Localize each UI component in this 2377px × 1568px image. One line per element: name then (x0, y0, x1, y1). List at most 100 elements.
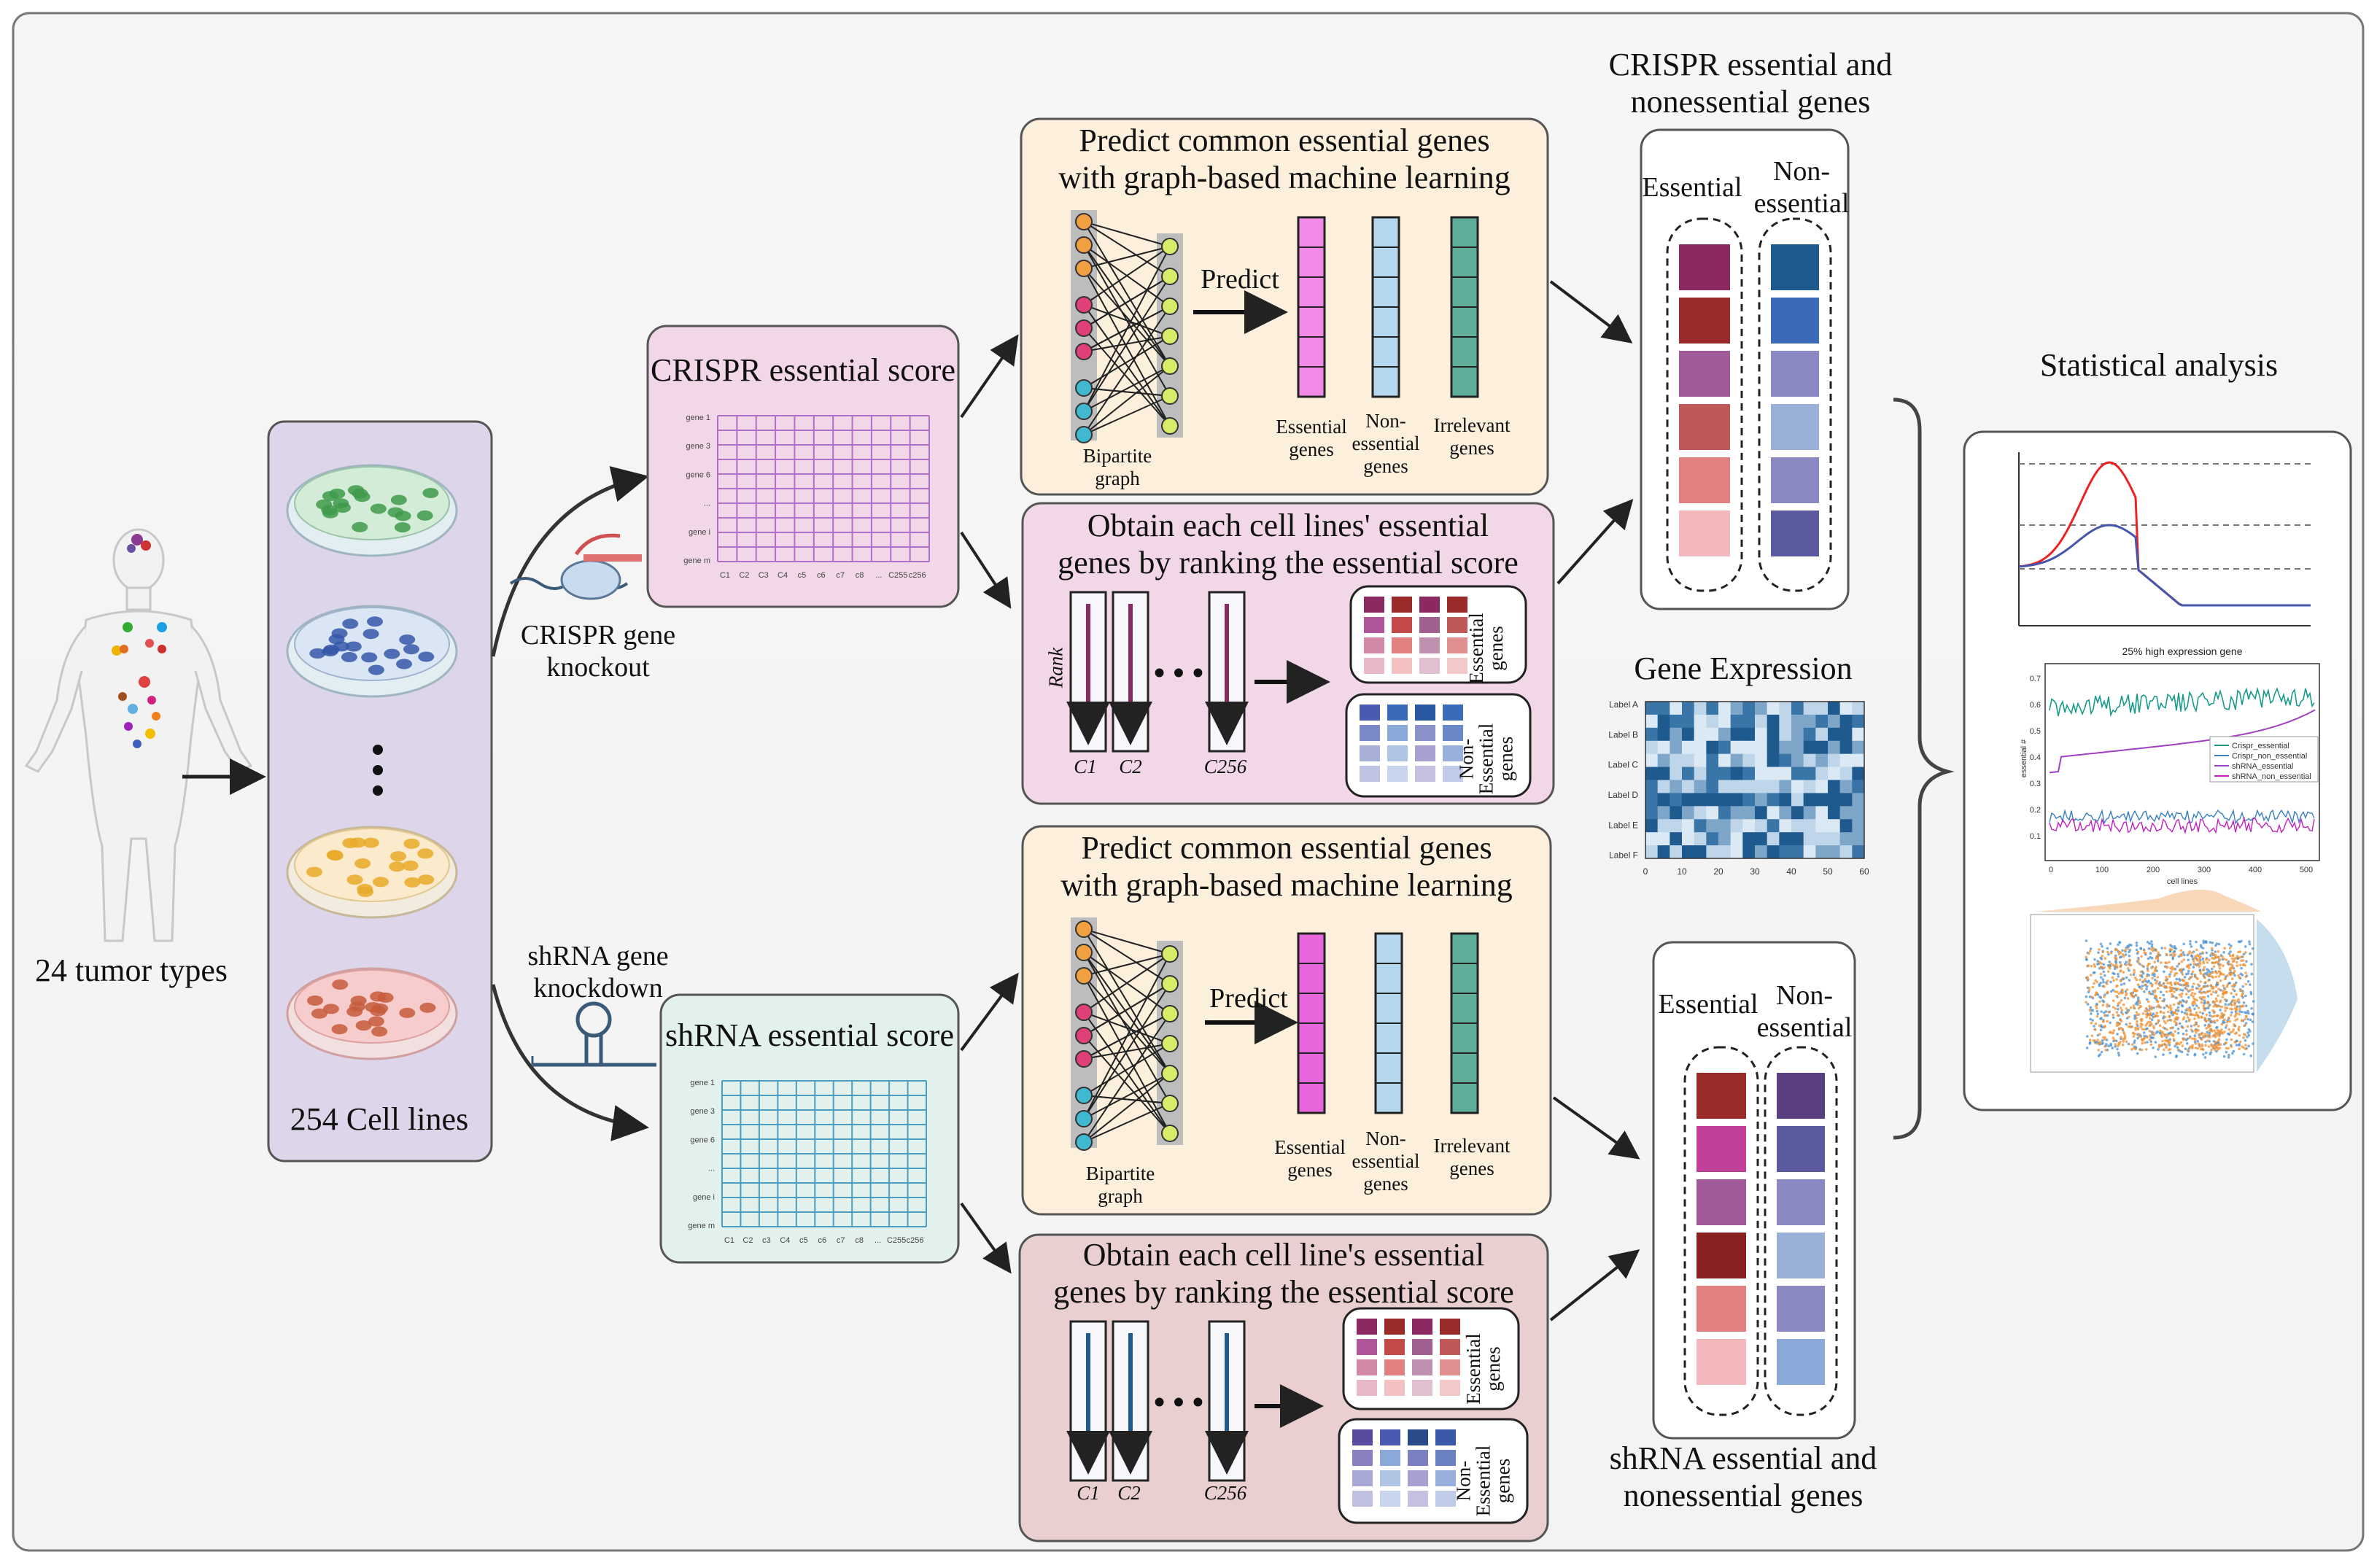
shrna-score-title: shRNA essential score (665, 1017, 954, 1053)
stats3-point-orange (2238, 956, 2241, 959)
stats3-point-blue (2101, 1039, 2104, 1042)
shrna-rank-ellipsis: • • • (1153, 1384, 1204, 1420)
shrna-nonessential-cell (1435, 1429, 1456, 1445)
heatmap-cell (1682, 766, 1695, 780)
stats3-point-blue (2252, 1000, 2255, 1003)
stats3-point-orange (2223, 1018, 2226, 1022)
stats3-point-orange (2157, 955, 2160, 958)
stats3-point-orange (2168, 1014, 2171, 1017)
bipartite-edge (1083, 983, 1171, 1119)
stats3-point-blue (2146, 967, 2149, 971)
stats3-point-orange (2160, 961, 2163, 964)
stats3-point-orange (2211, 956, 2214, 960)
stats3-point-orange (2217, 1048, 2219, 1051)
crispr-score-title: CRISPR essential score (651, 352, 955, 388)
stats3-point-orange (2238, 976, 2241, 979)
stats3-point-blue (2090, 1012, 2093, 1015)
stats3-point-orange (2166, 982, 2169, 985)
stats3-point-orange (2223, 1031, 2226, 1033)
shrna-nonessential-cell (1408, 1450, 1428, 1466)
stats3-point-blue (2133, 1039, 2136, 1042)
stats3-point-orange (2117, 1028, 2121, 1031)
stats3-point-orange (2165, 985, 2168, 988)
stats-charts: 25% high expression gene0.70.60.50.40.30… (2018, 452, 2320, 1073)
stats3-point-orange (2087, 964, 2090, 967)
heatmap-cell (1779, 793, 1792, 807)
stats3-point-orange (2163, 947, 2167, 950)
heatmap-cell (1755, 714, 1768, 729)
cell-dot (322, 491, 338, 502)
stats3-point-orange (2136, 1022, 2138, 1025)
stats3-point-blue (2096, 1012, 2100, 1016)
heatmap-cell (1657, 740, 1670, 755)
stats3-point-orange (2149, 1020, 2152, 1024)
heatmap-cell (1815, 793, 1829, 807)
stats3-point-orange (2195, 998, 2198, 1002)
stats3-point-orange (2087, 978, 2090, 981)
crispr-essential-cell (1392, 637, 1412, 653)
stats3-point-blue (2228, 982, 2231, 985)
stats3-point-orange (2222, 984, 2225, 987)
stats3-point-blue (2125, 960, 2128, 963)
stats3-point-orange (2101, 955, 2104, 958)
stats3-point-orange (2132, 1047, 2136, 1050)
stats3-point-orange (2140, 987, 2144, 990)
stats3-point-blue (2117, 972, 2120, 976)
stats3-point-orange (2245, 1015, 2248, 1018)
stats3-point-blue (2219, 988, 2222, 992)
heatmap-cell (1828, 793, 1841, 807)
stats3-point-orange (2119, 1006, 2122, 1009)
stats3-point-orange (2214, 1041, 2217, 1044)
shrna-predict-label: Predict (1209, 983, 1288, 1014)
stats3-point-orange (2231, 987, 2235, 991)
cell-dot (394, 522, 411, 533)
stats3-point-orange (2085, 1001, 2087, 1004)
arrow-crispr-to-predict (960, 334, 1019, 419)
arrow-shrna-rank-to-output (1549, 1249, 1640, 1321)
stats3-point-orange (2156, 1000, 2160, 1004)
stats3-point-orange (2200, 991, 2203, 995)
heatmap-cell (1767, 753, 1780, 768)
heatmap-cell (1742, 780, 1756, 793)
heatmap-cell (1815, 845, 1829, 859)
heatmap-cell (1706, 845, 1719, 859)
cell-dot (389, 861, 406, 872)
stats3-point-orange (2233, 1001, 2236, 1005)
heatmap-cell (1852, 832, 1865, 846)
stats3-point-blue (2206, 995, 2210, 998)
stats3-point-orange (2108, 1031, 2112, 1034)
heatmap-x-tick: 60 (1859, 866, 1869, 877)
stats3-point-orange (2135, 1011, 2138, 1014)
stats2-x-tick: 300 (2198, 866, 2211, 874)
stats3-point-orange (2206, 985, 2209, 987)
heatmap-cell (1718, 832, 1732, 846)
stats3-point-orange (2176, 982, 2179, 985)
stats3-point-blue (2149, 1040, 2152, 1043)
shrna-row-label: gene i (693, 1193, 715, 1202)
stats3-point-orange (2096, 1039, 2099, 1041)
arrow-shrna-to-rank (960, 1202, 1012, 1274)
stats3-point-orange (2147, 1000, 2150, 1004)
heatmap-cell (1706, 806, 1719, 820)
stats3-point-orange (2143, 1036, 2146, 1040)
stats3-point-orange (2163, 1042, 2166, 1046)
stats3-point-orange (2137, 1006, 2141, 1010)
stats3-point-orange (2148, 1038, 2152, 1041)
stats3-point-orange (2152, 971, 2155, 975)
stats3-point-orange (2160, 1043, 2164, 1047)
stats3-point-orange (2149, 1043, 2153, 1047)
heatmap-x-tick: 20 (1713, 866, 1723, 877)
heatmap-cell (1706, 832, 1719, 846)
stats3-point-orange (2195, 1031, 2198, 1034)
stats3-point-orange (2211, 987, 2215, 990)
stats3-point-blue (2127, 1042, 2130, 1046)
stats3-point-blue (2170, 1012, 2173, 1014)
stats3-point-orange (2173, 974, 2176, 977)
stats3-point-orange (2213, 1010, 2216, 1013)
stats3-point-blue (2175, 977, 2179, 981)
stats3-point-orange (2119, 951, 2122, 955)
crispr-nonessential-cell (1415, 705, 1435, 721)
stats3-point-blue (2098, 1053, 2101, 1056)
stats3-point-orange (2196, 1014, 2200, 1017)
heatmap-cell (1791, 702, 1804, 715)
